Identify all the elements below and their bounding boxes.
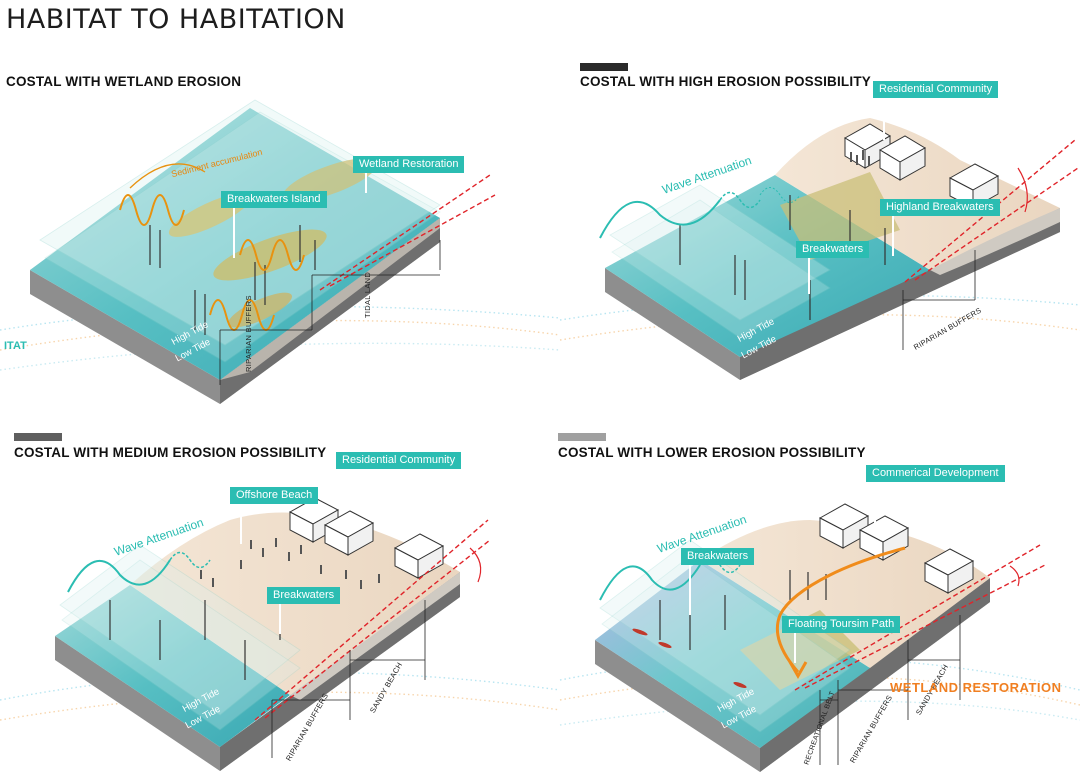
panel-4-callout-breakwaters: Breakwaters	[681, 548, 755, 615]
panel-4-callout-commerical-development: Commerical Development	[866, 465, 1005, 527]
panel-1-dim-tidal-land: TIDAL LAND	[363, 271, 372, 318]
page-title: HABITAT TO HABITATION	[6, 4, 346, 35]
panel-4-callout-floating-toursim-path: Floating Toursim Path	[782, 616, 901, 663]
panel-3-callout-residential-community: Residential Community	[336, 452, 462, 509]
panel-4-edge-label: WETLAND RESTORATION	[890, 680, 1062, 695]
panel-1-edge-label: ITAT	[4, 340, 27, 352]
panel-2-callout-residential-community: Residential Community	[873, 81, 999, 140]
panel-2-title: COSTAL WITH HIGH EROSION POSSIBILITY	[580, 74, 871, 89]
panel-3-title: COSTAL WITH MEDIUM EROSION POSSIBILITY	[14, 445, 327, 460]
panel-1-block	[30, 99, 496, 404]
panel-1-dim-riparian-buffers: RIPARIAN BUFFERS	[244, 295, 253, 372]
panel-2-callout-highland-breakwaters: Highland Breakwaters	[880, 199, 1000, 256]
panel-3-block	[55, 497, 491, 771]
panel-1-callout-breakwaters-island: Breakwaters Island	[221, 191, 327, 258]
panel-2-indicator-bar	[580, 63, 628, 71]
panel-4-title: COSTAL WITH LOWER EROSION POSSIBILITY	[558, 445, 866, 460]
panel-2-block	[599, 118, 1079, 380]
panel-1-callout-wetland-restoration: Wetland Restoration	[353, 156, 465, 193]
panel-3-callout-offshore-beach: Offshore Beach	[230, 487, 319, 544]
panel-1-title: COSTAL WITH WETLAND EROSION	[6, 74, 242, 89]
panel-4-indicator-bar	[558, 433, 606, 441]
panel-3-callout-breakwaters: Breakwaters	[267, 587, 341, 634]
panel-4-block	[595, 503, 1046, 772]
panel-2-callout-breakwaters: Breakwaters	[796, 241, 870, 294]
panel-3-indicator-bar	[14, 433, 62, 441]
